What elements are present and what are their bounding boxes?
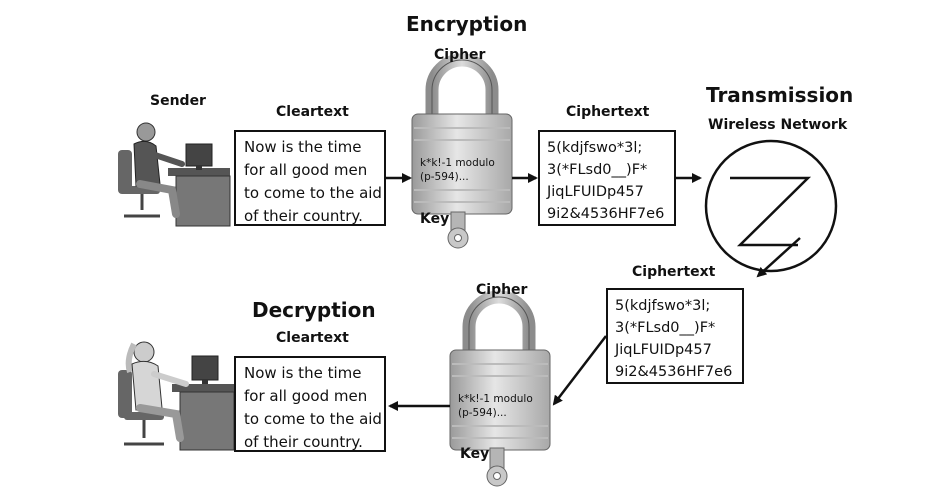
encryption-heading: Encryption [406, 12, 528, 36]
sender-person-icon [118, 122, 231, 227]
bottom-cipher-code: k*k!-1 modulo (p-594)... [458, 392, 533, 420]
encryption-padlock-icon [411, 53, 513, 215]
top-ciphertext-label: Ciphertext [566, 104, 650, 120]
wireless-network-icon [704, 139, 838, 273]
bottom-cleartext-box: Now is the time for all good men to come… [234, 356, 386, 452]
encryption-key-icon [447, 211, 469, 249]
ciphertext-line: JiqLFUIDp457 [615, 342, 712, 358]
cleartext-line: Now is the time [244, 138, 362, 156]
cleartext-line: Now is the time [244, 364, 362, 382]
top-cipher-label: Cipher [434, 47, 486, 63]
ciphertext-line: 5(kdjfswo*3l; [547, 140, 643, 156]
decryption-padlock-icon [449, 290, 551, 451]
sender-label: Sender [150, 93, 206, 109]
cipher-code-line: (p-594)... [458, 407, 507, 419]
ciphertext-line: 3(*FLsd0__)F* [615, 320, 716, 336]
cipher-code-line: k*k!-1 modulo [420, 157, 495, 169]
ciphertext-line: 3(*FLsd0__)F* [547, 162, 648, 178]
top-ciphertext-box: 5(kdjfswo*3l; 3(*FLsd0__)F* JiqLFUIDp457… [538, 130, 676, 226]
top-cleartext-label: Cleartext [276, 104, 349, 120]
bottom-key-label: Key [460, 446, 490, 462]
cleartext-line: to come to the aid [244, 410, 382, 428]
top-cipher-code: k*k!-1 modulo (p-594)... [420, 156, 495, 184]
receiver-person-icon [118, 341, 235, 451]
arrow-network-to-ciphertext [756, 237, 801, 278]
cleartext-line: of their country. [244, 207, 363, 225]
cleartext-line: for all good men [244, 387, 368, 405]
decryption-key-icon [486, 447, 508, 487]
ciphertext-line: 9i2&4536HF7e6 [547, 206, 665, 222]
cleartext-line: of their country. [244, 433, 363, 451]
bottom-cipher-label: Cipher [476, 282, 528, 298]
cipher-code-line: k*k!-1 modulo [458, 393, 533, 405]
transmission-heading: Transmission [706, 83, 854, 107]
ciphertext-line: 9i2&4536HF7e6 [615, 364, 733, 380]
cipher-code-line: (p-594)... [420, 171, 469, 183]
decryption-heading: Decryption [252, 298, 376, 322]
bottom-cleartext-label: Cleartext [276, 330, 349, 346]
top-cleartext-box: Now is the time for all good men to come… [234, 130, 386, 226]
cleartext-line: for all good men [244, 161, 368, 179]
arrow-ciphertext-to-cipher [552, 335, 607, 406]
cleartext-line: to come to the aid [244, 184, 382, 202]
bottom-ciphertext-box: 5(kdjfswo*3l; 3(*FLsd0__)F* JiqLFUIDp457… [606, 288, 744, 384]
ciphertext-line: 5(kdjfswo*3l; [615, 298, 711, 314]
top-key-label: Key [420, 211, 450, 227]
wireless-network-label: Wireless Network [708, 117, 848, 133]
bottom-ciphertext-label: Ciphertext [632, 264, 716, 280]
ciphertext-line: JiqLFUIDp457 [547, 184, 644, 200]
